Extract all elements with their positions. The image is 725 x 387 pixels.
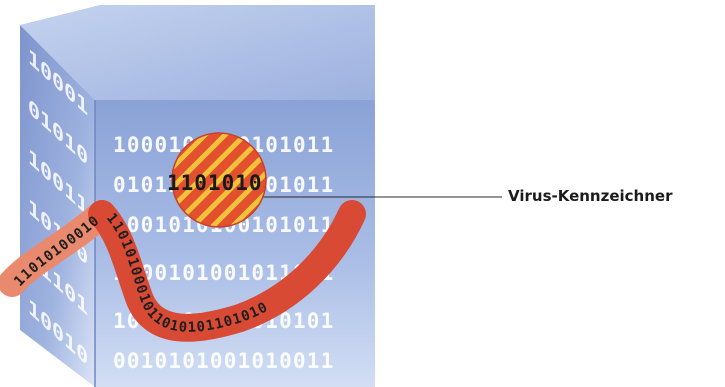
front-binary-row: 0010101001010011 — [113, 349, 335, 373]
cube-side-face — [20, 25, 95, 387]
marker-code: 1101010 — [167, 171, 263, 195]
worm-body-left — [0, 200, 116, 297]
marker-disc — [171, 132, 267, 228]
worm-body-right — [88, 200, 366, 342]
cube-top-face — [20, 5, 375, 100]
virus-signature-marker: 1101010 — [167, 132, 267, 228]
callout-label: Virus-Kennzeichner — [508, 187, 673, 205]
